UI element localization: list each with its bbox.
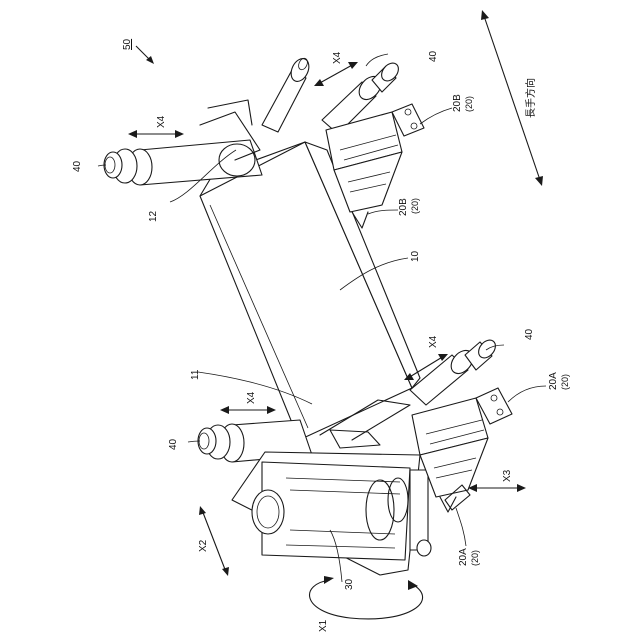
label-20a-bottom-paren: (20) — [470, 550, 480, 566]
label-12: 12 — [148, 210, 159, 222]
label-x1: X1 — [318, 619, 329, 632]
label-20b-mid: 20B — [398, 198, 409, 216]
label-20b-mid-paren: (20) — [410, 198, 420, 214]
label-40-lower-right: 40 — [524, 328, 535, 340]
arrow-x4-lower-left — [220, 406, 276, 414]
label-x4-upper-left: X4 — [156, 115, 167, 128]
label-20a-right: 20A — [548, 372, 559, 390]
arrow-x4-upper-right — [314, 62, 358, 86]
label-20a-right-paren: (20) — [560, 374, 570, 390]
arrow-x3 — [468, 484, 526, 492]
label-x4-lower-left: X4 — [246, 391, 257, 404]
label-x4-lower-right: X4 — [428, 335, 439, 348]
label-20a-bottom: 20A — [458, 548, 469, 566]
label-40-upper-right: 40 — [428, 50, 439, 62]
arrow-x4-upper-left — [128, 130, 184, 138]
label-x4-upper-right: X4 — [332, 51, 343, 64]
unit-30 — [232, 452, 431, 575]
arrow-fig-ref — [136, 46, 154, 64]
label-fig-ref: 50 — [122, 38, 133, 50]
label-11: 11 — [190, 369, 201, 380]
label-x2: X2 — [198, 539, 209, 552]
label-10: 10 — [410, 250, 421, 262]
label-20b-upper: 20B — [452, 94, 463, 112]
roller-upper-left — [104, 100, 262, 185]
label-30: 30 — [344, 578, 355, 590]
label-40-lower-left: 40 — [168, 438, 179, 450]
arrow-x1-rotation — [310, 576, 423, 619]
label-40-upper-left: 40 — [72, 160, 83, 172]
label-longitudinal: 長手方向 — [524, 78, 537, 118]
roller-upper-right-a — [262, 56, 312, 132]
label-20b-upper-paren: (20) — [464, 96, 474, 112]
label-x3: X3 — [502, 469, 513, 482]
